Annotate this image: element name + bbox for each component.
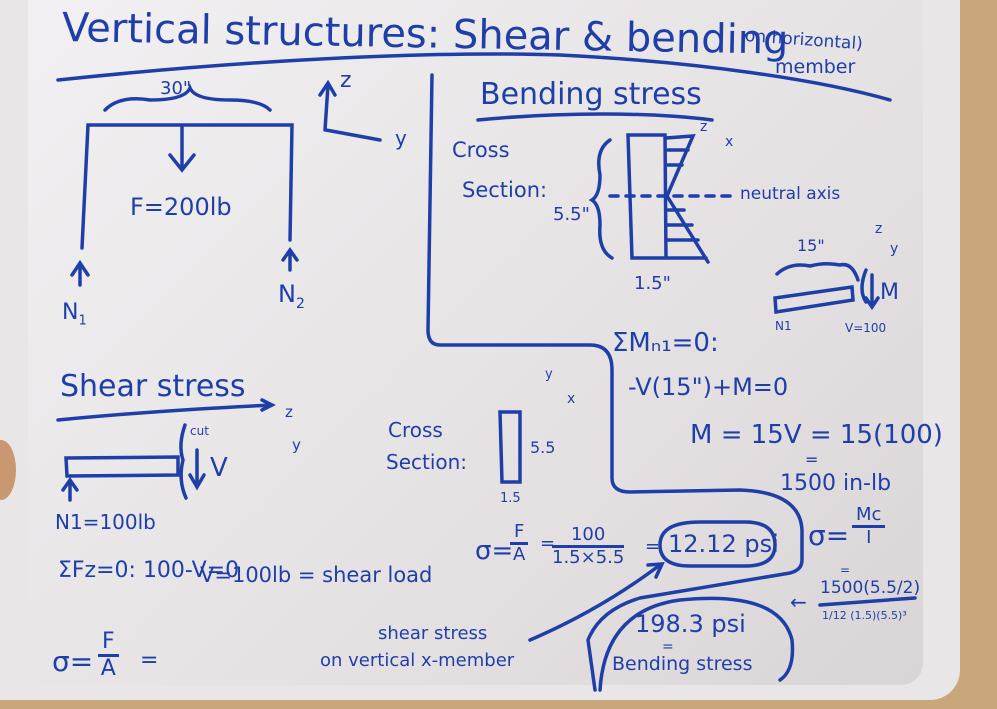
shear-v-arrow [188,448,206,491]
moment-equation-eq: = [805,450,819,469]
beam-axis-y: y [890,241,899,257]
beam-moment-label: M [880,280,899,305]
bending-calc-eq: = [840,563,851,577]
divider-path [426,73,804,692]
n1-label: N1 [62,300,87,329]
shear-cs-width: 1.5 [500,491,521,506]
bending-cross-label-1: Cross [452,138,510,162]
shear-sigma-lhs: σ= [52,645,94,678]
force-arrow [168,125,196,173]
sigma-bending-lhs: σ= [808,519,850,552]
n2-label: N2 [278,280,305,312]
neutral-axis-label: neutral axis [740,184,841,204]
span-label: 30" [160,78,192,99]
axis-z-label: z [340,68,352,93]
shear-cross-label-1: Cross [388,418,443,442]
shear-calc-lhs: σ= [475,536,514,566]
frame-structure [80,123,294,250]
shear-cross-label-2: Section: [386,450,468,474]
shear-cs-axis-x: x [567,391,576,407]
bending-result: 198.3 psi [635,610,746,638]
shear-axis-z: z [285,403,293,421]
span-brace [103,83,272,112]
shear-note-2: on vertical x-member [320,650,515,671]
shear-n1-label: N1=100lb [55,510,156,534]
beam-v-label: V=100 [845,321,887,335]
bending-cross-label-2: Section: [462,178,548,202]
beam-length-label: 15" [797,236,825,255]
finger [0,440,16,500]
beam-brace [775,261,860,282]
bending-height-label: 5.5" [553,204,590,225]
axis-y-label: y [395,126,407,150]
shear-calc-eq2: = [645,536,661,557]
calc-fraction-line [818,596,917,607]
bending-width-label: 1.5" [634,273,671,294]
shear-cs-axis-y: y [545,367,553,382]
force-label: F=200lb [130,193,232,221]
shear-beam [64,455,180,478]
moment-equation-3: M = 15V = 15(100) [690,420,943,450]
height-brace [588,138,614,260]
result-ellipse-shear [658,520,777,568]
stress-distribution [664,134,710,264]
board-title: Vertical structures: Shear & bending [61,5,789,64]
shear-equation-1: ΣFz=0: 100-V=0 [58,558,240,583]
bending-axis-z: z [700,119,708,135]
shear-result: 12.12 psi [668,530,779,558]
shear-heading: Shear stress [60,369,246,404]
shear-v-label: V [210,453,228,483]
shear-underline [56,398,276,422]
beam [773,285,855,315]
shear-equation-2: V=100lb = shear load [200,563,433,587]
shear-cs-rect [498,410,522,484]
moment-equation-1: ΣMₙ₁=0: [612,328,719,358]
bending-axis-x: x [725,134,734,150]
shear-sigma-tail: = [140,648,159,673]
axis-z-y [318,79,382,142]
arrow-to-result [528,562,665,642]
shear-calc-eq: = [540,533,556,554]
n1-arrow [70,259,90,287]
moment-equation-2: -V(15")+M=0 [628,373,789,401]
bending-heading: Bending stress [480,77,702,112]
n2-arrow [281,246,299,272]
bending-result-eq: = [662,639,674,655]
shear-cs-height: 5.5 [530,438,556,457]
whiteboard-surface [28,0,923,685]
shear-cut-brace [179,423,188,500]
result-ellipse-bending [598,596,795,692]
moment-arrow [860,268,880,311]
title-underline [56,52,892,102]
board-title-sub2: member [775,56,856,78]
bending-underline [476,112,714,122]
shear-n1-arrow [61,476,79,502]
bending-calc-denominator: 1/12 (1.5)(5.5)³ [822,609,907,622]
beam-axis-z: z [875,221,883,237]
bending-calc-numerator: 1500(5.5/2) [820,578,921,598]
shear-note-1: shear stress [378,623,488,644]
beam-n1-label: N1 [775,319,792,333]
shear-cut-label: cut [190,424,209,438]
shear-axis-y: y [292,436,301,454]
bending-result-label: Bending stress [612,653,753,675]
cross-section-rect [626,133,668,260]
bending-arrow-icon: ← [790,590,807,614]
moment-value: 1500 in-lb [780,471,892,496]
